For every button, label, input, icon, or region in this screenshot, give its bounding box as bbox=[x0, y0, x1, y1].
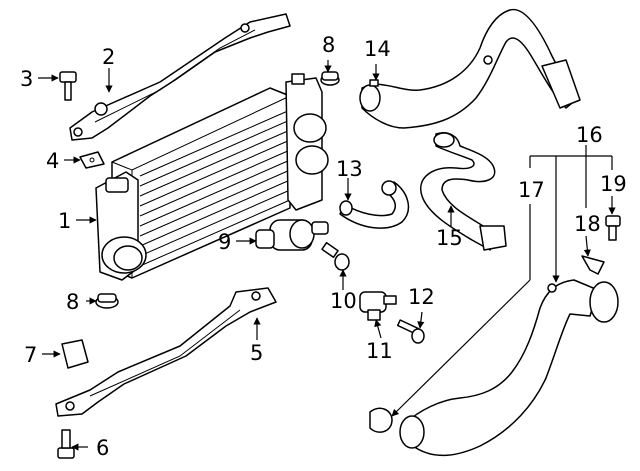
valve-part-9 bbox=[255, 219, 329, 251]
callout-17: 17 bbox=[518, 178, 545, 202]
grommet-part-8-lower bbox=[95, 293, 119, 309]
callout-labels: 1 2 3 4 5 6 7 8 8 9 10 11 12 13 14 15 16… bbox=[20, 33, 627, 460]
callout-18: 18 bbox=[574, 212, 601, 236]
callout-11: 11 bbox=[366, 339, 393, 363]
callout-14: 14 bbox=[364, 37, 391, 61]
callout-1: 1 bbox=[58, 209, 71, 233]
leader-lines bbox=[38, 60, 616, 451]
clip-part-18 bbox=[581, 255, 605, 275]
callout-8-top: 8 bbox=[322, 33, 335, 57]
callout-9: 9 bbox=[218, 230, 231, 254]
clip-part-4 bbox=[79, 151, 105, 169]
grommet-part-8-top bbox=[320, 71, 340, 86]
bolt-part-10 bbox=[321, 241, 350, 271]
callout-16: 16 bbox=[576, 123, 603, 147]
callout-5: 5 bbox=[250, 341, 263, 365]
callout-7: 7 bbox=[24, 343, 37, 367]
callout-19: 19 bbox=[600, 172, 627, 196]
callout-15: 15 bbox=[436, 226, 463, 250]
bolt-part-12 bbox=[396, 319, 425, 344]
callout-3: 3 bbox=[20, 67, 33, 91]
lower-tube-part-17 bbox=[369, 279, 619, 457]
lower-bracket-part bbox=[55, 287, 277, 417]
intercooler-core-part bbox=[95, 73, 329, 281]
callout-8-lower: 8 bbox=[66, 290, 79, 314]
clip-part-7 bbox=[61, 339, 89, 369]
bolt-part-3 bbox=[59, 71, 77, 101]
bolt-part-6 bbox=[57, 429, 75, 459]
hose-part-13 bbox=[339, 180, 410, 229]
upper-bracket-part bbox=[69, 13, 291, 141]
bolt-part-19 bbox=[605, 215, 621, 241]
sensor-part-11 bbox=[359, 291, 397, 321]
callout-4: 4 bbox=[46, 149, 59, 173]
callout-2: 2 bbox=[102, 45, 115, 69]
upper-air-tube-part-14 bbox=[359, 8, 581, 129]
callout-10: 10 bbox=[330, 289, 357, 313]
callout-12: 12 bbox=[408, 285, 435, 309]
callout-13: 13 bbox=[336, 157, 363, 181]
middle-tube-part-15 bbox=[420, 132, 507, 251]
callout-6: 6 bbox=[96, 436, 109, 460]
